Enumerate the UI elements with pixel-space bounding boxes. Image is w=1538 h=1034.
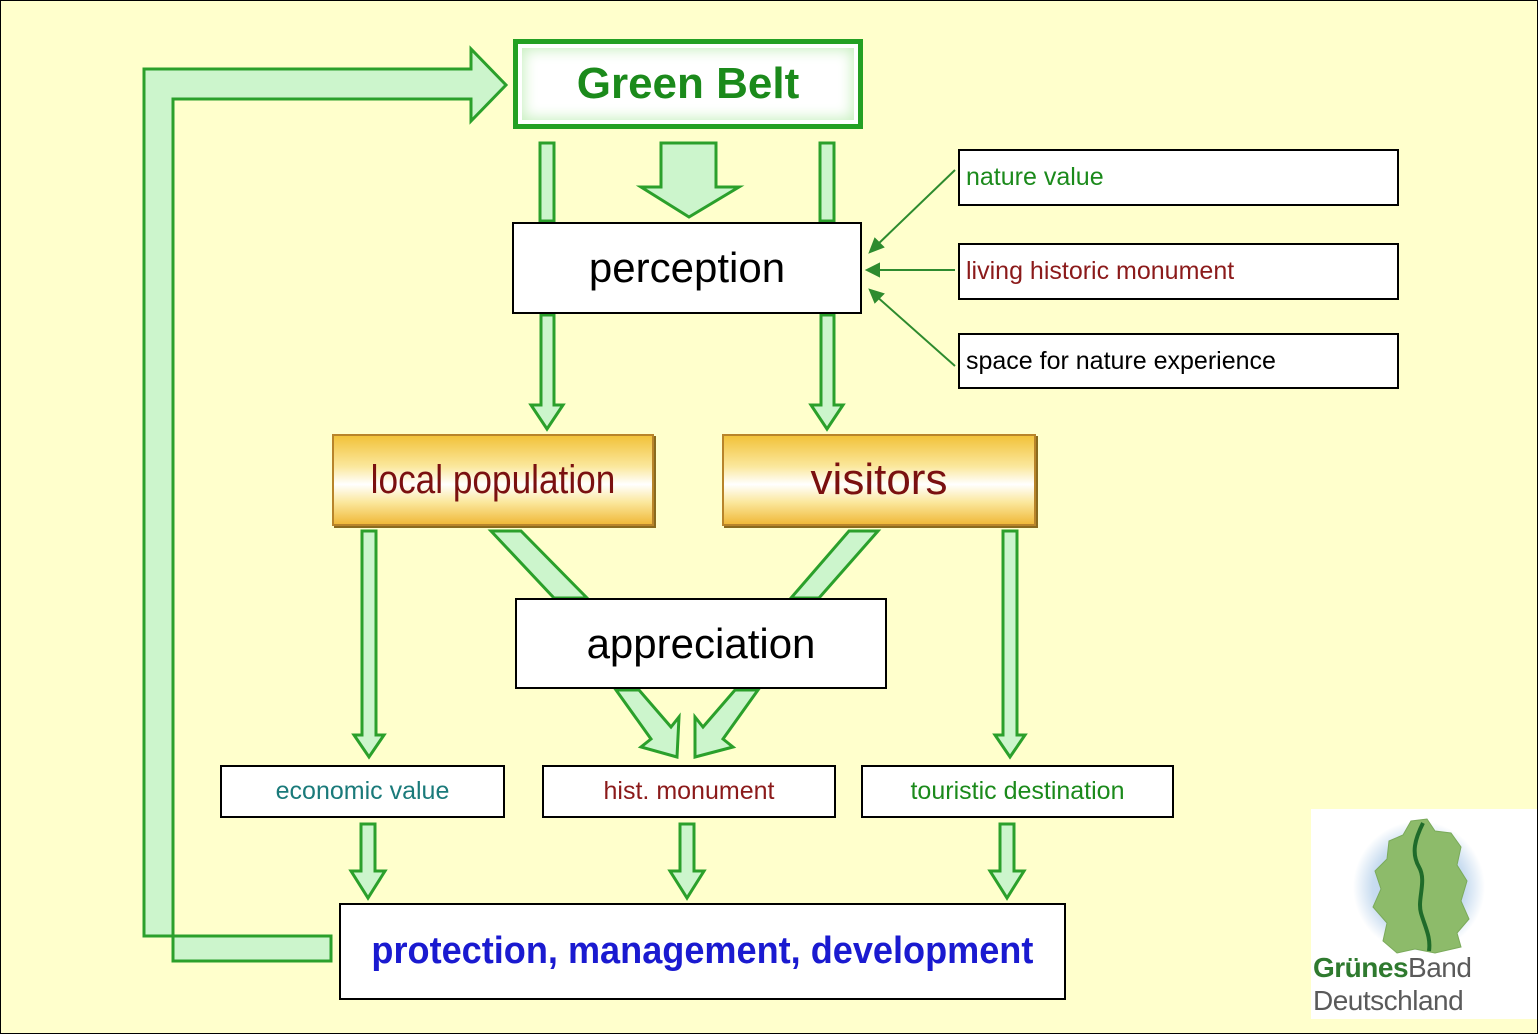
protection-box: protection, management, development xyxy=(339,903,1066,1000)
arrow-touristic-to-protection xyxy=(987,822,1027,901)
arrow-greenbelt-right xyxy=(818,141,836,223)
perception-label: perception xyxy=(588,244,786,291)
arrow-greenbelt-left xyxy=(538,141,556,223)
logo-line-1: GrünesBand xyxy=(1313,951,1533,984)
green-belt-label: Green Belt xyxy=(576,59,800,108)
visitors-box: visitors xyxy=(722,434,1036,526)
pointer-nature-value-head xyxy=(868,237,885,254)
economic-value-box: economic value xyxy=(220,765,505,818)
logo-line-2: Deutschland xyxy=(1313,985,1464,1016)
living-historic-monument-box: living historic monument xyxy=(958,243,1399,300)
appreciation-box: appreciation xyxy=(515,598,887,689)
touristic-destination-label: touristic destination xyxy=(910,777,1125,805)
arrow-appreciation-to-hist-right xyxy=(693,688,761,759)
arrow-perception-to-visitors xyxy=(808,313,846,432)
pointer-living-monument-head xyxy=(864,262,880,278)
local-population-label: local population xyxy=(370,457,616,502)
nature-experience-box: space for nature experience xyxy=(958,333,1399,389)
gruenes-band-logo: GrünesBand Deutschland xyxy=(1311,809,1537,1019)
arrow-visitors-to-touristic xyxy=(992,529,1028,760)
arrow-perception-to-local xyxy=(528,313,566,432)
touristic-destination-box: touristic destination xyxy=(861,765,1174,818)
arrow-greenbelt-center xyxy=(635,141,745,219)
logo-word-gruenes: Grünes xyxy=(1313,952,1409,983)
germany-map-icon xyxy=(1353,818,1485,954)
perception-box: perception xyxy=(512,222,862,314)
arrow-visitors-to-appreciation xyxy=(787,529,882,600)
logo-wordmark: GrünesBand Deutschland xyxy=(1313,951,1533,1017)
arrow-economic-to-protection xyxy=(348,822,388,901)
pointer-nature-experience-head xyxy=(868,288,885,304)
nature-value-box: nature value xyxy=(958,149,1399,206)
economic-value-label: economic value xyxy=(275,777,450,805)
nature-value-label: nature value xyxy=(966,163,1104,191)
nature-experience-label: space for nature experience xyxy=(966,346,1276,375)
pointer-nature-experience xyxy=(874,294,956,367)
hist-monument-box: hist. monument xyxy=(542,765,836,818)
arrow-local-to-economic xyxy=(351,529,387,760)
living-historic-monument-label: living historic monument xyxy=(966,257,1235,285)
visitors-label: visitors xyxy=(810,455,948,504)
pointer-nature-value xyxy=(874,169,956,248)
logo-word-band: Band xyxy=(1408,952,1472,983)
feedback-loop-arrow xyxy=(142,45,509,963)
arrow-appreciation-to-hist-left xyxy=(613,688,681,759)
local-population-box: local population xyxy=(332,434,654,526)
protection-label: protection, management, development xyxy=(371,930,1034,972)
arrow-local-to-appreciation xyxy=(487,529,591,600)
green-belt-box: Green Belt xyxy=(513,39,863,129)
arrow-hist-to-protection xyxy=(667,822,707,901)
appreciation-label: appreciation xyxy=(586,619,816,667)
hist-monument-label: hist. monument xyxy=(603,777,775,805)
